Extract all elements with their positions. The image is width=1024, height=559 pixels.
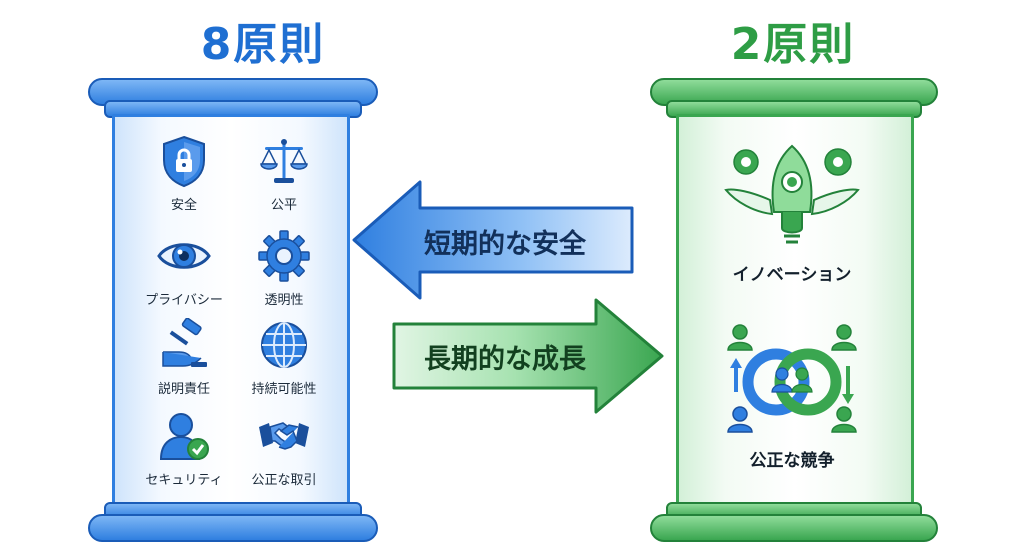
left-pillar-title: 8原則 xyxy=(200,19,326,70)
principle-label: 説明責任 xyxy=(157,382,210,397)
principle-safety: 安全 xyxy=(129,134,239,213)
principle-security: セキュリティ xyxy=(129,409,239,488)
principle-fair-competition: 公正な競争 xyxy=(682,322,902,471)
rocket-bulb-icon xyxy=(724,144,860,244)
principle-label: 透明性 xyxy=(264,293,304,308)
right-arrow-label: 長期的な成長 xyxy=(424,344,586,375)
right-pillar-base xyxy=(650,514,938,542)
principle-label: 公正な取引 xyxy=(251,473,317,488)
eye-icon xyxy=(157,243,211,269)
principle-accountability: 説明責任 xyxy=(129,318,239,397)
user-check-icon xyxy=(159,413,209,460)
principle-fair-trade: 公正な取引 xyxy=(229,409,339,488)
principle-innovation: イノベーション xyxy=(682,142,902,285)
scales-icon xyxy=(260,139,308,183)
principle-label: 公正な競争 xyxy=(749,451,835,471)
principle-fairness: 公平 xyxy=(229,134,339,213)
left-arrow xyxy=(352,180,634,300)
globe-icon xyxy=(261,322,307,368)
principle-transparency: 透明性 xyxy=(229,229,339,308)
gavel-hand-icon xyxy=(162,318,207,367)
principle-label: イノベーション xyxy=(732,265,852,285)
right-pillar-title: 2原則 xyxy=(730,19,856,70)
right-arrow xyxy=(392,298,664,414)
gear-icon xyxy=(258,230,310,282)
principle-privacy: プライバシー xyxy=(129,229,239,308)
principle-label: 安全 xyxy=(170,198,197,213)
shield-lock-icon xyxy=(163,135,205,188)
left-arrow-label: 短期的な安全 xyxy=(424,229,586,260)
left-pillar-base xyxy=(88,514,378,542)
principle-label: プライバシー xyxy=(145,293,223,308)
principle-label: 持続可能性 xyxy=(251,382,317,397)
principle-label: セキュリティ xyxy=(145,473,223,488)
principle-sustainability: 持続可能性 xyxy=(229,318,339,397)
people-cycle-icon xyxy=(727,324,857,433)
handshake-icon xyxy=(259,422,309,450)
principle-label: 公平 xyxy=(270,198,297,213)
